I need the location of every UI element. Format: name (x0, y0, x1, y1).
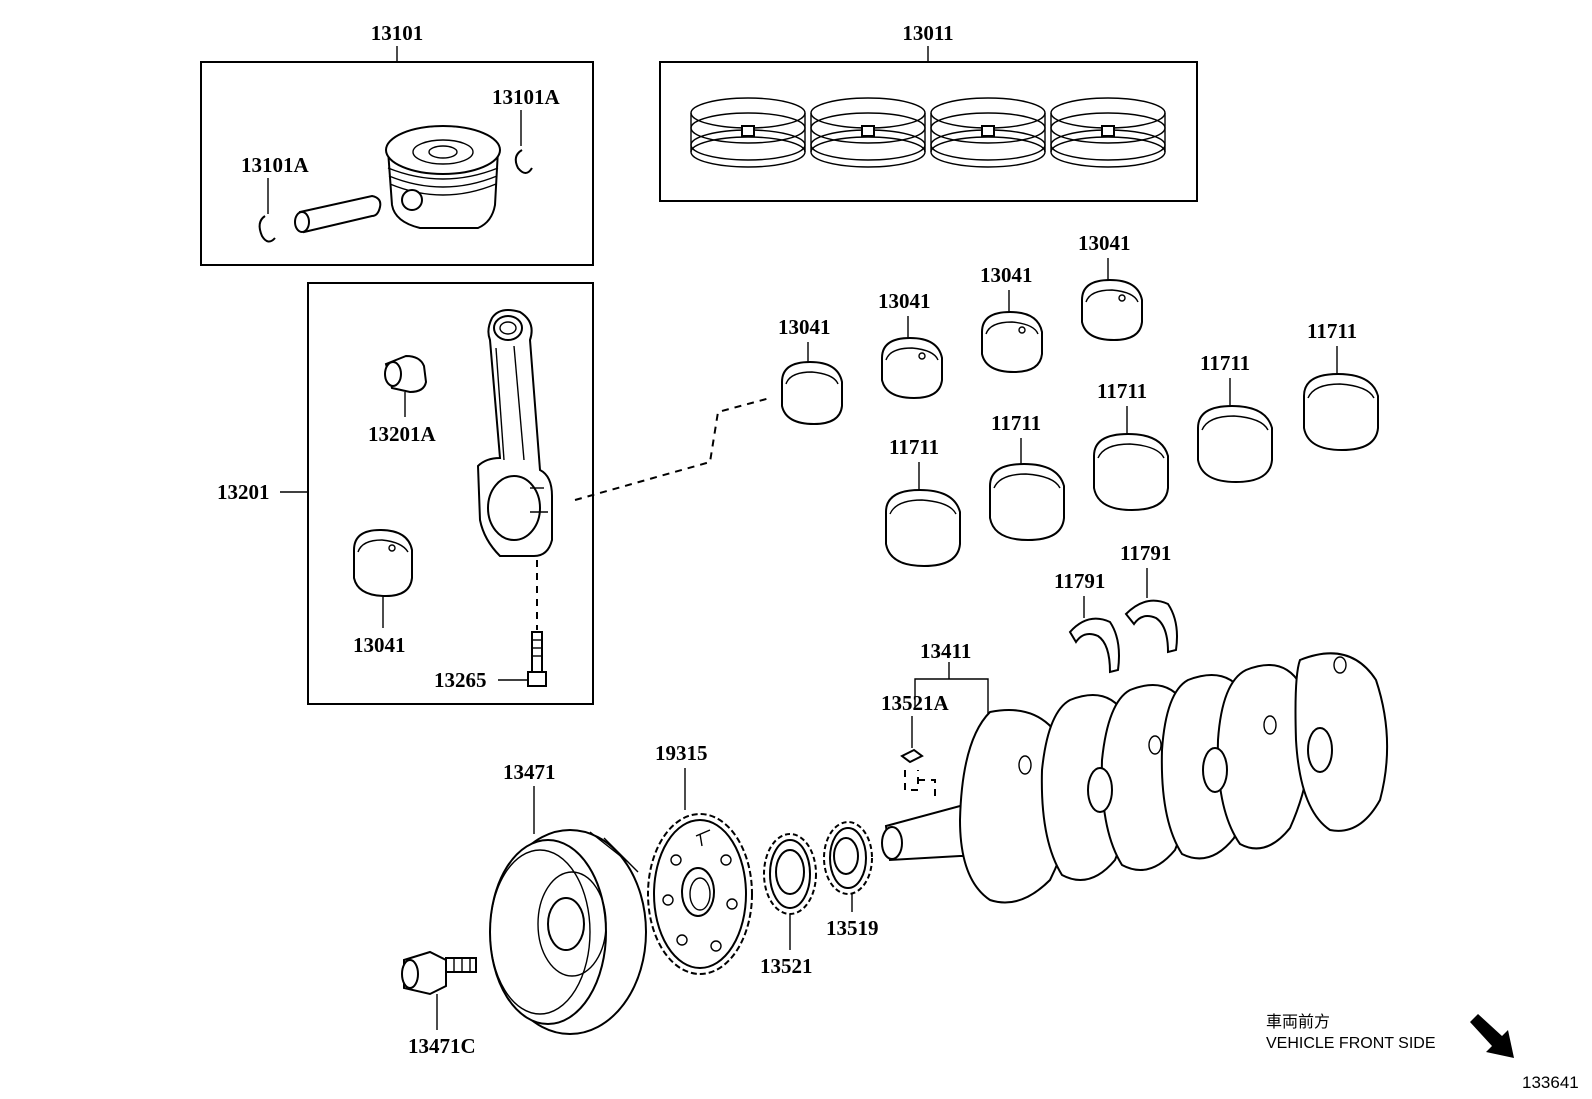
piston-ring-icon[interactable] (930, 97, 1046, 168)
direction-jp: 車両前方 (1266, 1013, 1330, 1031)
connecting-rod-icon[interactable] (476, 309, 553, 557)
crankshaft-group: 13411 13521A (881, 639, 1389, 904)
label-13201[interactable]: 13201 (217, 480, 270, 504)
label-11711-3[interactable]: 11711 (1097, 379, 1147, 403)
label-13041-4[interactable]: 13041 (1078, 231, 1131, 255)
piston-ring-icon[interactable] (810, 97, 926, 168)
piston-set-group: 13101 13101A 13101A (200, 21, 594, 266)
label-13519[interactable]: 13519 (826, 916, 879, 940)
label-13101A-left[interactable]: 13101A (241, 153, 310, 177)
crank-pulley-icon[interactable] (489, 829, 647, 1035)
thrust-washers-group: 11791 11791 (1054, 541, 1178, 674)
label-13521A[interactable]: 13521A (881, 691, 950, 715)
snap-ring-right-icon[interactable] (514, 149, 533, 174)
label-11711-1[interactable]: 11711 (889, 435, 939, 459)
rod-bearings-group: 13041 13041 13041 13041 (778, 231, 1143, 426)
piston-ring-icon[interactable] (690, 97, 806, 168)
main-bearings-group: 11711 11711 11711 11711 11711 (885, 319, 1379, 568)
crank-gear-group: 13521 (760, 833, 817, 978)
timing-rotor-icon[interactable] (647, 813, 753, 975)
rod-bearing-icon[interactable] (353, 528, 413, 598)
label-13101[interactable]: 13101 (371, 21, 424, 45)
pulley-bolt-icon[interactable] (401, 950, 477, 996)
piston-ring-icon[interactable] (1050, 97, 1166, 168)
oil-pump-gear-group: 13519 (823, 821, 879, 940)
drive-gear-icon[interactable] (823, 821, 873, 895)
label-13471[interactable]: 13471 (503, 760, 556, 784)
label-13411[interactable]: 13411 (920, 639, 971, 663)
rod-bolt-icon[interactable] (527, 631, 547, 687)
label-13471C[interactable]: 13471C (408, 1034, 476, 1058)
timing-rotor-group: 19315 (647, 741, 753, 975)
connecting-rod-group: 13201 13201A 13041 (217, 282, 594, 705)
label-13041-rod[interactable]: 13041 (353, 633, 406, 657)
pulley-group: 13471 13471C (401, 760, 647, 1058)
crank-key-icon[interactable] (900, 748, 924, 764)
front-arrow-icon (1470, 1014, 1514, 1058)
ring-set-box (659, 61, 1198, 202)
label-11711-5[interactable]: 11711 (1307, 319, 1357, 343)
label-13041-3[interactable]: 13041 (980, 263, 1033, 287)
label-11711-2[interactable]: 11711 (991, 411, 1041, 435)
rod-bearing-icon[interactable] (881, 336, 943, 400)
crankshaft-icon[interactable] (881, 652, 1389, 904)
label-11791-2[interactable]: 11791 (1120, 541, 1171, 565)
rod-bearing-icon[interactable] (1081, 278, 1143, 342)
label-19315[interactable]: 19315 (655, 741, 708, 765)
connecting-rod-box (307, 282, 594, 705)
label-13521[interactable]: 13521 (760, 954, 813, 978)
label-13041-2[interactable]: 13041 (878, 289, 931, 313)
rod-bearing-icon[interactable] (781, 360, 843, 426)
label-13265[interactable]: 13265 (434, 668, 487, 692)
crank-gear-icon[interactable] (763, 833, 817, 915)
label-11711-4[interactable]: 11711 (1200, 351, 1250, 375)
direction-en: VEHICLE FRONT SIDE (1266, 1035, 1436, 1052)
label-13011[interactable]: 13011 (902, 21, 953, 45)
connection-leader (574, 397, 771, 501)
snap-ring-left-icon[interactable] (258, 215, 276, 243)
label-13101A-right[interactable]: 13101A (492, 85, 561, 109)
diagram-reference-number: 133641 (1522, 1073, 1579, 1092)
label-13041-1[interactable]: 13041 (778, 315, 831, 339)
thrust-washer-icon[interactable] (1124, 599, 1178, 654)
ring-set-group: 13011 (659, 21, 1198, 202)
main-bearing-icon[interactable] (989, 462, 1065, 542)
bushing-icon[interactable] (384, 354, 428, 394)
main-bearing-icon[interactable] (1093, 432, 1169, 512)
label-11791-1[interactable]: 11791 (1054, 569, 1105, 593)
main-bearing-icon[interactable] (885, 488, 961, 568)
thrust-washer-icon[interactable] (1068, 617, 1120, 674)
label-13201A[interactable]: 13201A (368, 422, 437, 446)
rod-bearing-icon[interactable] (981, 310, 1043, 374)
main-bearing-icon[interactable] (1197, 404, 1273, 484)
piston-pin-icon[interactable] (294, 194, 382, 234)
main-bearing-icon[interactable] (1303, 372, 1379, 452)
piston-icon[interactable] (385, 125, 501, 229)
